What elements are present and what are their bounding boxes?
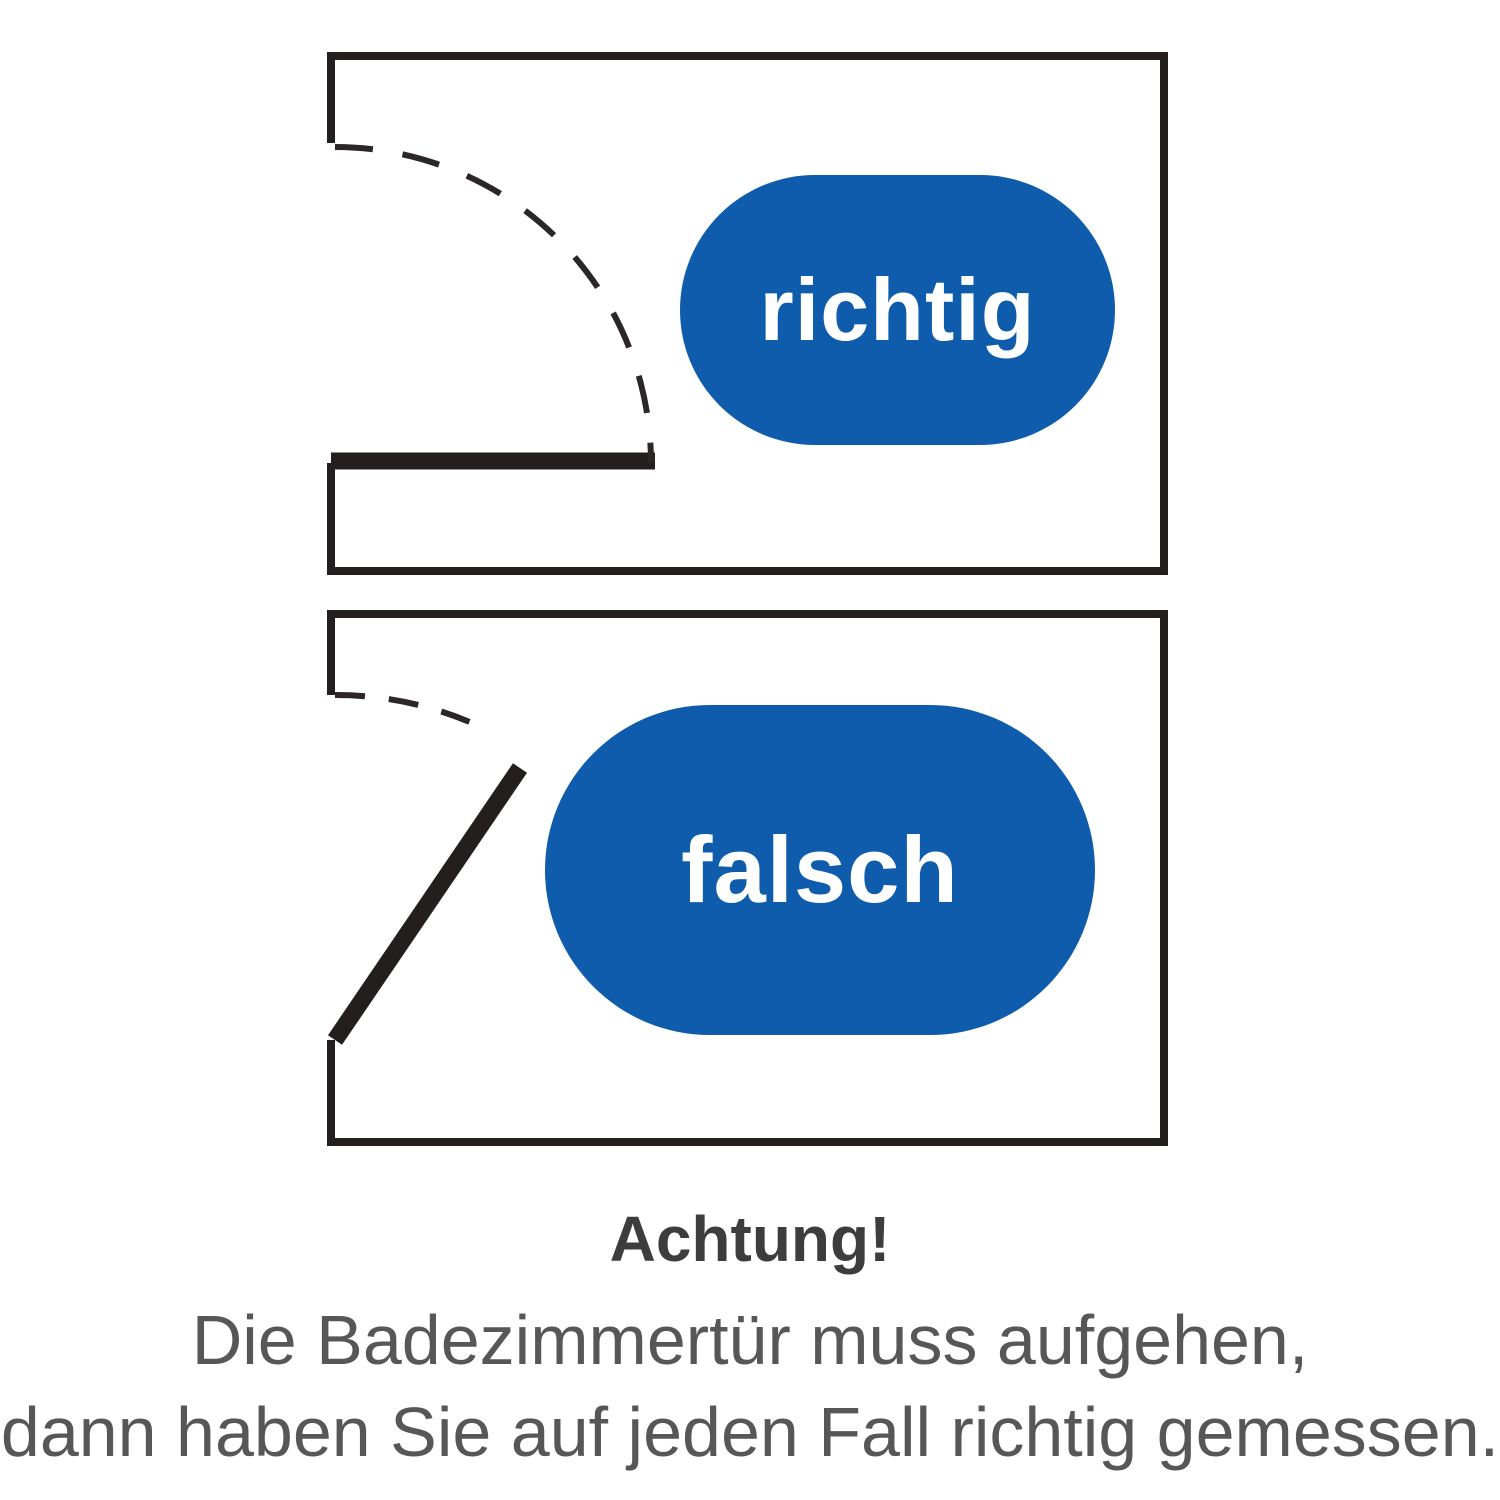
door-swing-wrong-diagram xyxy=(327,610,1168,1146)
caption-line-2: dann haben Sie auf jeden Fall richtig ge… xyxy=(0,1393,1500,1471)
wrong-panel: falsch xyxy=(327,610,1168,1146)
caption-line-1: Die Badezimmertür muss aufgehen, xyxy=(191,1301,1309,1379)
door-swing-arc xyxy=(334,691,483,730)
door-swing-correct-diagram xyxy=(327,52,1168,575)
correct-panel: richtig xyxy=(327,52,1168,575)
correct-badge: richtig xyxy=(680,175,1115,445)
door-blocked-line xyxy=(327,763,528,1045)
door-swing-arc xyxy=(334,144,654,464)
wrong-badge: falsch xyxy=(545,705,1095,1035)
caption-title: Achtung! xyxy=(609,1203,891,1275)
room-wall xyxy=(327,610,1168,1146)
room-wall xyxy=(327,52,1168,575)
caption: Achtung! Die Badezimmertür muss aufgehen… xyxy=(0,1202,1500,1478)
